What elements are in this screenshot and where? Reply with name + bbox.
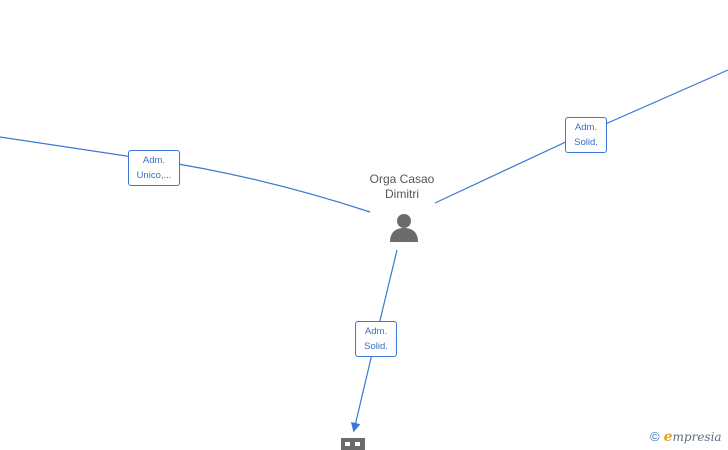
person-name-line1: Orga Casao [369,172,435,186]
relation-label-left-line1: Adm. [142,155,166,166]
copyright-icon: © [650,429,660,444]
person-name[interactable]: Orga Casao Dimitri [352,172,452,202]
watermark: ©empresia [650,429,722,445]
relation-label-bottom-line1: Adm. [364,326,388,337]
relation-label-left[interactable]: Adm. Unico,... [128,150,180,186]
person-icon[interactable] [388,212,420,242]
person-name-line2: Dimitri [385,187,419,201]
brand-logo-rest: mpresia [672,430,722,444]
relation-label-left-line2: Unico,... [136,170,172,181]
building-icon[interactable] [341,438,365,450]
edge-left [0,136,371,213]
brand-logo-initial: e [663,429,673,445]
relation-label-bottom[interactable]: Adm. Solid. [355,321,397,357]
relation-label-right[interactable]: Adm. Solid. [565,117,607,153]
relation-label-right-line2: Solid. [574,137,598,148]
relation-label-right-line1: Adm. [574,122,598,133]
relation-label-bottom-line2: Solid. [364,341,388,352]
brand-logo: empresia [663,429,722,445]
